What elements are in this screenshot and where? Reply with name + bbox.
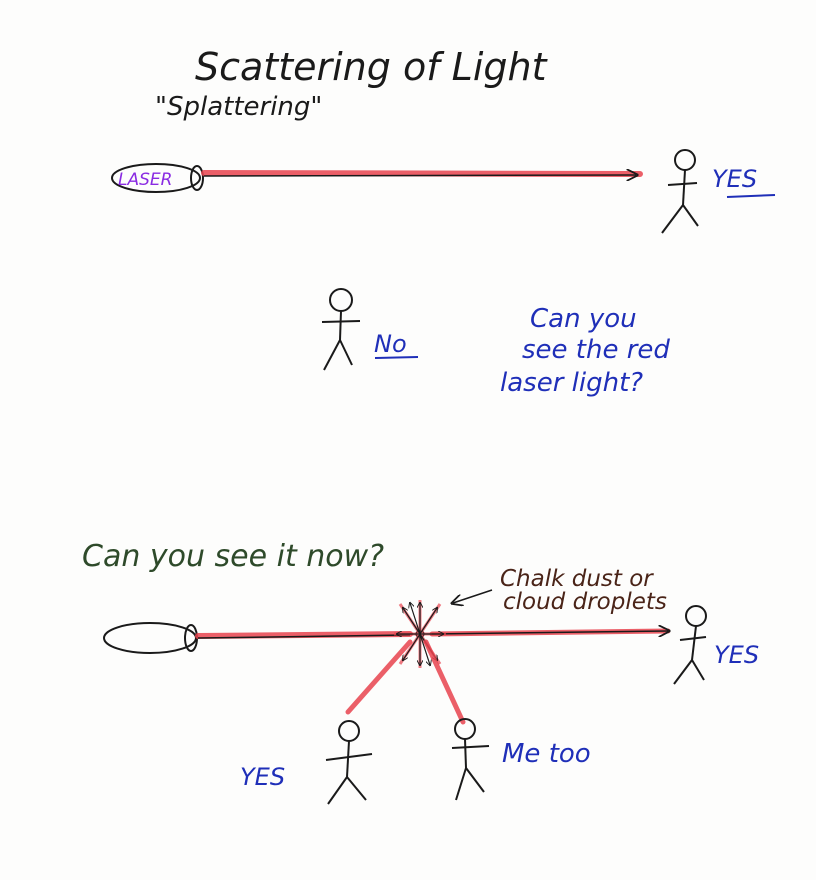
question-1-line-2: see the red	[522, 335, 670, 365]
side-observer-underline	[374, 356, 419, 359]
question-2: Can you see it now?	[82, 539, 384, 574]
side-observer	[321, 288, 361, 371]
particle-label-line-1: Chalk dust or	[500, 566, 654, 592]
scattered-beams	[345, 639, 466, 725]
bottom-left-label: YES	[240, 763, 285, 791]
bottom-main-beam	[195, 631, 671, 639]
top-beam	[201, 173, 643, 176]
top-observer-underline	[726, 194, 776, 198]
question-1-line-3: laser light?	[500, 368, 643, 398]
bottom-laser	[103, 622, 198, 654]
top-observer-label: YES	[712, 165, 757, 193]
side-observer-label: No	[374, 330, 407, 358]
title: Scattering of Light	[195, 45, 549, 89]
bottom-middle-label: Me too	[502, 739, 591, 769]
bottom-middle-observer	[451, 718, 490, 801]
particle-label-line-2: cloud droplets	[503, 589, 667, 615]
scattering-particle	[394, 600, 446, 668]
subtitle: "Splattering"	[155, 92, 322, 122]
top-observer	[661, 149, 699, 234]
particle-label-arrow	[453, 589, 493, 603]
question-1-line-1: Can you	[530, 304, 637, 334]
question-1: Can you see the red laser light?	[500, 304, 670, 398]
bottom-right-label: YES	[714, 641, 759, 669]
bottom-right-observer	[673, 605, 707, 685]
laser-label: LASER	[118, 170, 172, 190]
top-laser: LASER	[111, 163, 204, 193]
bottom-left-observer	[325, 720, 373, 805]
